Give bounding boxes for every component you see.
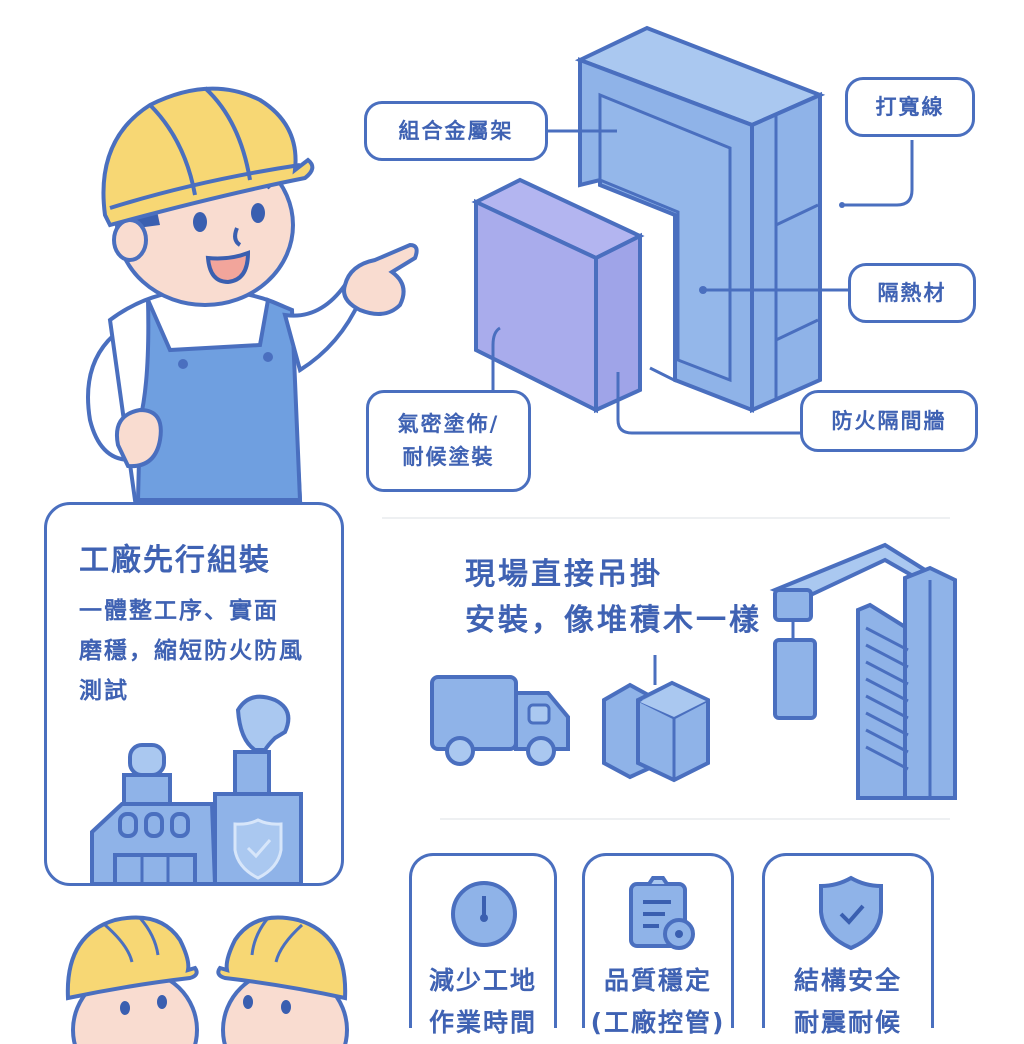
factory-card-line1: 一體整工序、實面 [79,598,279,624]
worker-pointing-illustration [86,86,419,502]
label-material-text: 隔熱材 [877,280,947,305]
stacked-modules-icon [602,655,710,783]
benefit-quality-line1: 品質穩定 [603,966,712,995]
benefit-time-line1: 減少工地 [428,966,537,995]
benefit-card-time: 減少工地 作業時間 [409,853,557,1037]
clock-icon [451,881,517,947]
label-composite-frame-text: 組合金屬架 [398,118,514,143]
truck-icon [430,675,570,766]
benefit-time-line2: 作業時間 [428,1008,537,1037]
label-insulation-line1: 氣密塗佈/ [397,412,500,437]
benefit-safety-line1: 結構安全 [793,966,902,995]
two-workers-illustration [65,915,349,1044]
wall-panel-layers-diagram [471,25,826,414]
benefit-time-text: 減少工地 作業時間 [412,960,554,1044]
benefit-quality-text: 品質穩定 (工廠控管) [585,960,731,1044]
crane-building-icon [769,542,957,800]
benefit-safety-line2: 耐震耐候 [793,1008,902,1037]
factory-icon [90,694,303,886]
factory-card-title: 工廠先行組裝 [79,543,271,578]
label-material: 隔熱材 [848,263,976,323]
onsite-title-line2: 安裝，像堆積木一樣 [465,603,762,638]
benefit-quality-line2: (工廠控管) [590,1008,726,1037]
clipboard-icon [629,876,695,950]
section-divider-top [382,517,950,519]
factory-card-line2: 磨穩，縮短防火防風 [79,638,304,664]
onsite-section-title: 現場直接吊掛 安裝，像堆積木一樣 [465,552,762,644]
label-insulation-line2: 耐候塗裝 [402,445,495,469]
label-composite-frame: 組合金屬架 [364,101,548,161]
benefit-card-safety: 結構安全 耐震耐候 [762,853,934,1037]
label-connectors [491,129,914,435]
label-top-right: 打寬線 [845,77,975,137]
onsite-title-line1: 現場直接吊掛 [465,557,663,592]
factory-card-body: 一體整工序、實面 磨穩，縮短防火防風 測試 [79,591,304,711]
section-divider-bottom [440,818,950,820]
benefit-safety-text: 結構安全 耐震耐候 [765,960,931,1044]
benefit-card-quality: 品質穩定 (工廠控管) [582,853,734,1037]
label-fireproof: 防火隔間牆 [800,390,978,452]
label-fireproof-text: 防火隔間牆 [831,408,947,433]
factory-card-line3: 測試 [79,678,129,704]
label-top-right-text: 打寬線 [875,94,945,119]
label-insulation-panel: 氣密塗佈/ 耐候塗裝 [366,390,531,492]
shield-check-icon [819,875,883,951]
